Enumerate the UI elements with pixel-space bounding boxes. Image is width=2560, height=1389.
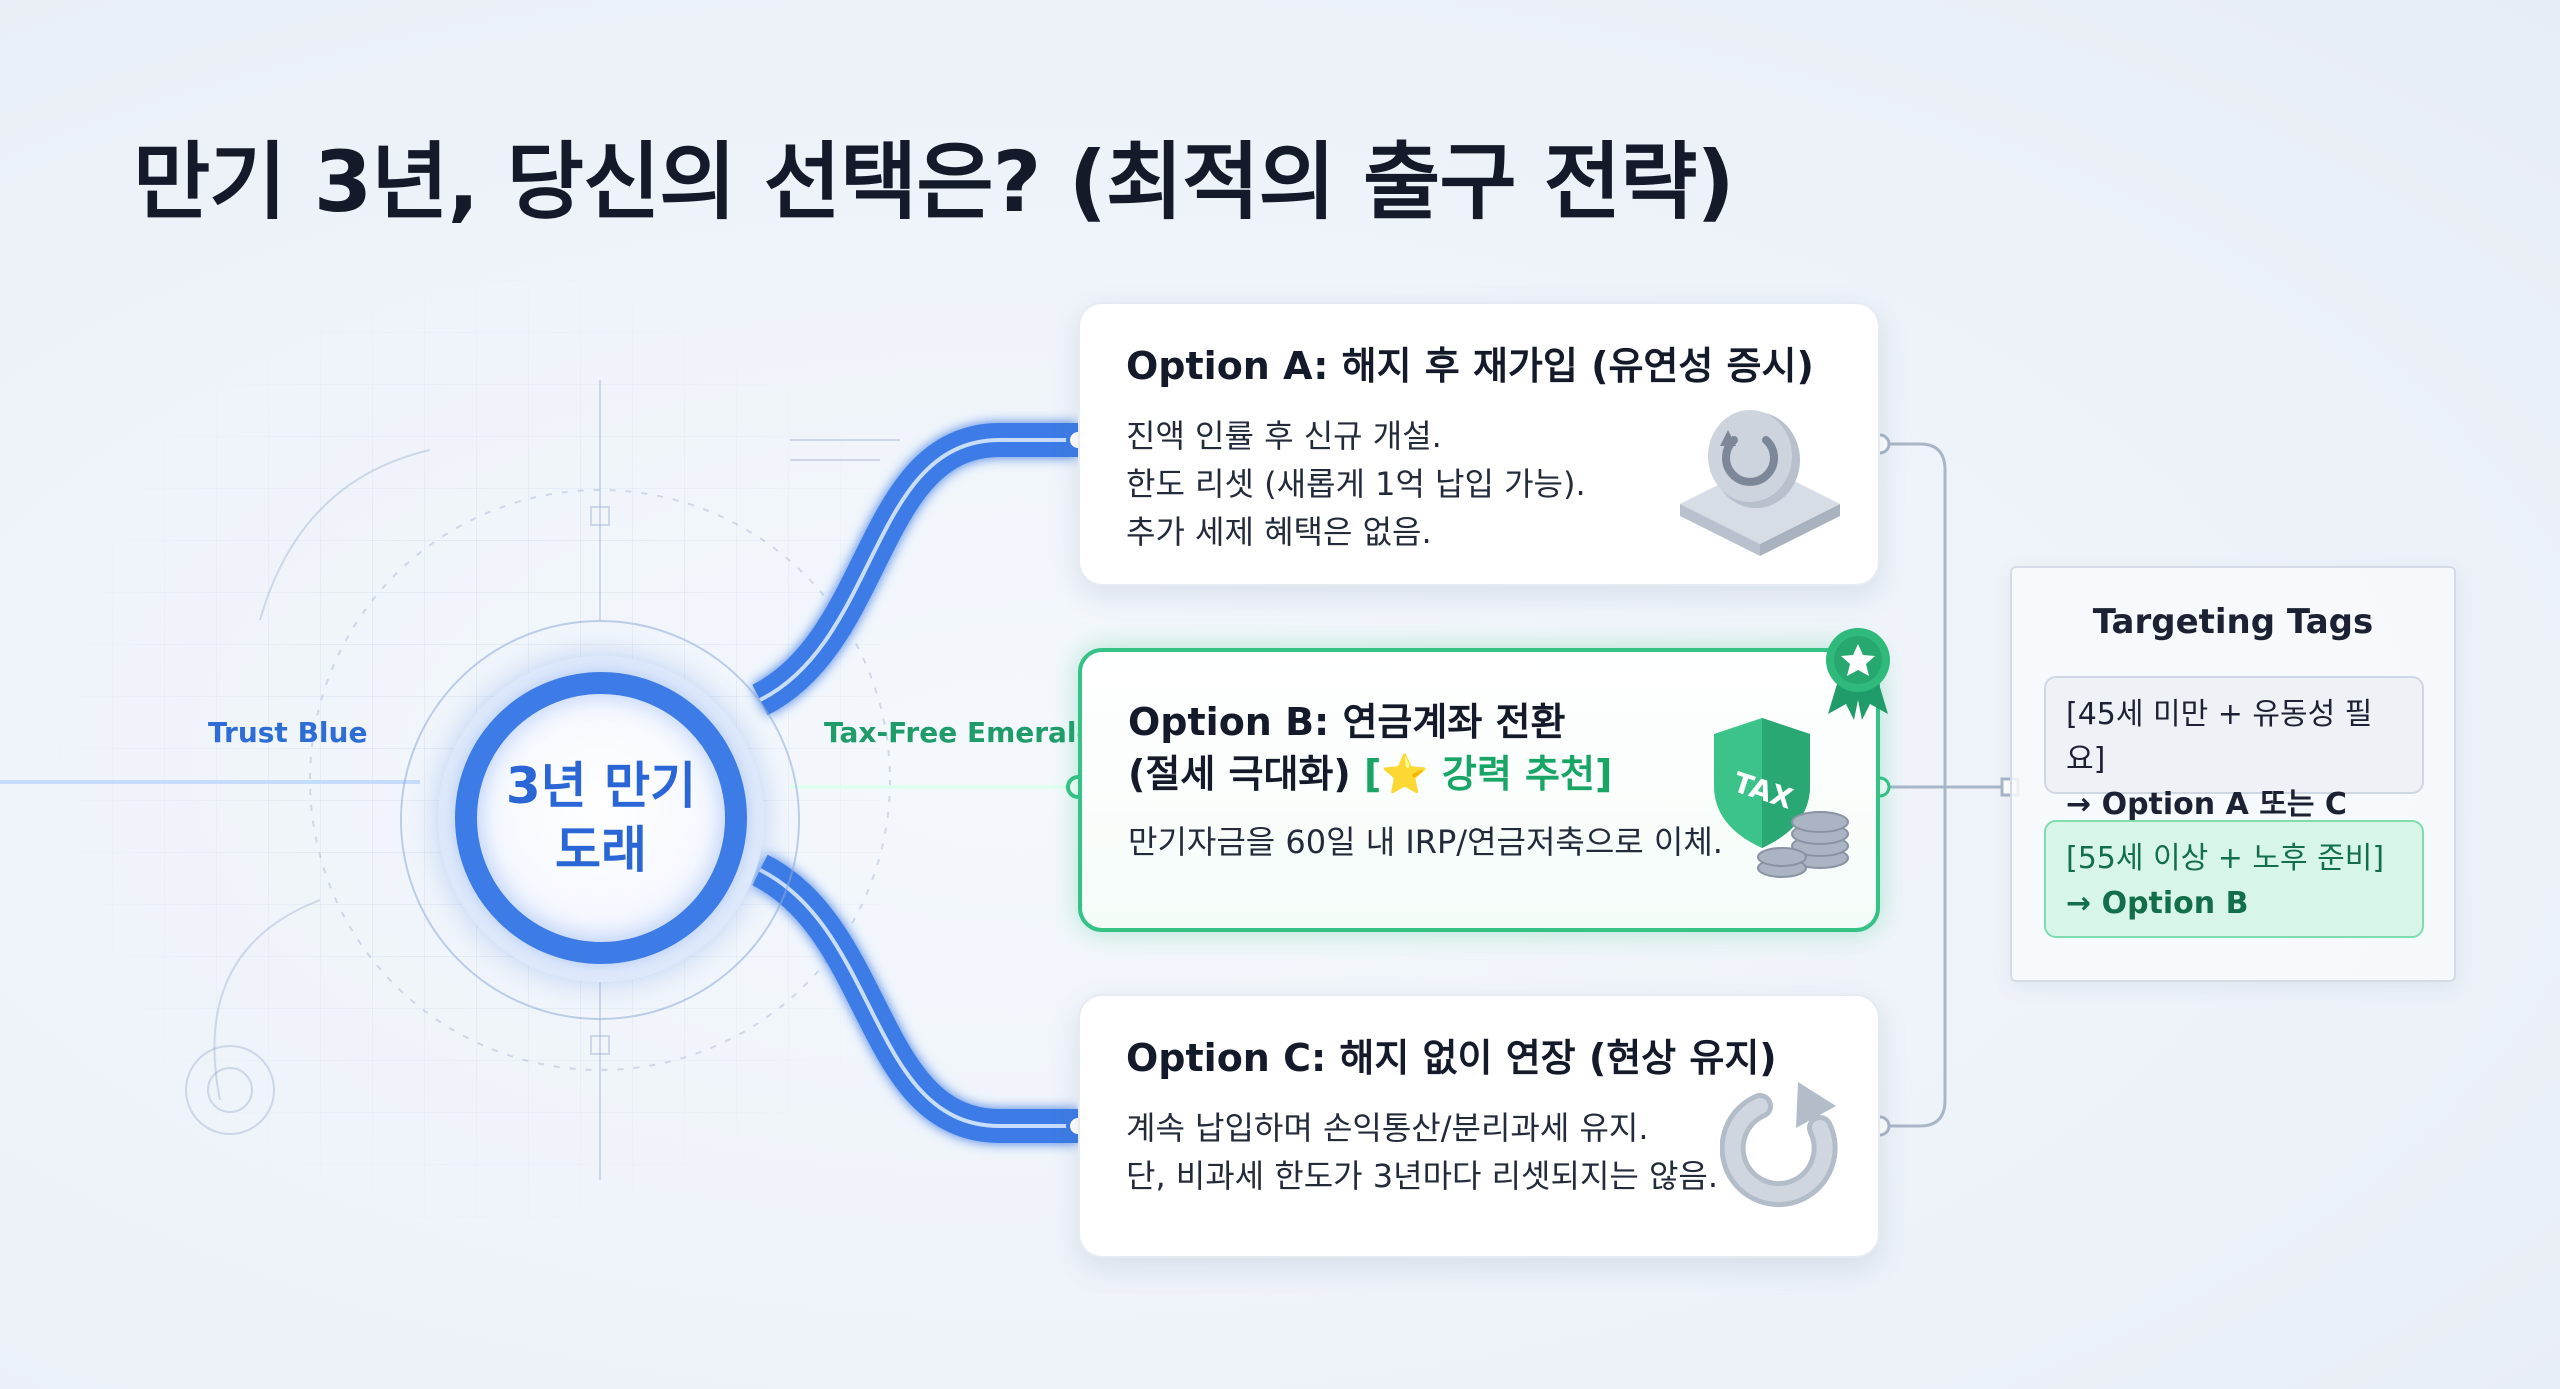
option-b-card[interactable]: Option B: 연금계좌 전환 (절세 극대화) [⭐ 강력 추천] 만기자… (1078, 628, 1890, 932)
tax-free-emerald-label: Tax-Free Emerald (824, 716, 1097, 749)
tag-over-55-result: → Option B (2066, 886, 2249, 921)
loop-arrow-icon (1720, 1082, 1838, 1208)
tag-under-45-condition: [45세 미만 + 유동성 필요] (2066, 697, 2373, 777)
tag-over-55-condition: [55세 이상 + 노후 준비] (2066, 841, 2385, 876)
option-a-body: 진액 인률 후 신규 개설. 한도 리셋 (새롭게 1억 납입 가능). 추가 … (1126, 417, 1586, 551)
targeting-tags-panel: Targeting Tags [45세 미만 + 유동성 필요] → Optio… (2010, 566, 2456, 982)
maturity-hub: 3년 만기 도래 (455, 672, 747, 964)
option-c-title: Option C: 해지 없이 연장 (현상 유지) (1126, 1036, 1777, 1080)
option-b-title: Option B: 연금계좌 전환 (절세 극대화) [⭐ 강력 추천] (1128, 696, 1612, 800)
page-title: 만기 3년, 당신의 선택은? (최적의 출구 전략) (133, 133, 1735, 231)
option-a-title: Option A: 해지 후 재가입 (유연성 증시) (1126, 344, 1814, 388)
option-b-title-line2: (절세 극대화) (1128, 752, 1364, 796)
hub-outer-ring (400, 620, 800, 1020)
strong-recommend-badge: [⭐ 강력 추천] (1364, 752, 1613, 796)
option-a-card[interactable]: Option A: 해지 후 재가입 (유연성 증시) 진액 인률 후 신규 개… (1078, 302, 1880, 586)
star-ribbon-icon (1826, 628, 1890, 720)
hub-label: 3년 만기 도래 (505, 757, 697, 879)
tag-over-55[interactable]: [55세 이상 + 노후 준비] → Option B (2044, 820, 2424, 938)
option-c-card[interactable]: Option C: 해지 없이 연장 (현상 유지) 계속 납입하며 손익통산/… (1078, 994, 1880, 1258)
option-c-body: 계속 납입하며 손익통산/분리과세 유지. 단, 비과세 한도가 3년마다 리셋… (1126, 1109, 1719, 1195)
tag-under-45-result: → Option A 또는 C (2066, 787, 2347, 822)
tag-connectors (1880, 442, 2010, 1128)
tag-under-45[interactable]: [45세 미만 + 유동성 필요] → Option A 또는 C (2044, 676, 2424, 822)
option-b-title-line1: Option B: 연금계좌 전환 (1128, 700, 1566, 744)
tax-shield-icon: TAX (1714, 718, 1849, 878)
trust-blue-label: Trust Blue (208, 716, 368, 749)
targeting-tags-title: Targeting Tags (2092, 602, 2374, 642)
option-b-body: 만기자금을 60일 내 IRP/연금저축으로 이체. (1128, 823, 1723, 861)
reset-icon (1680, 410, 1840, 556)
